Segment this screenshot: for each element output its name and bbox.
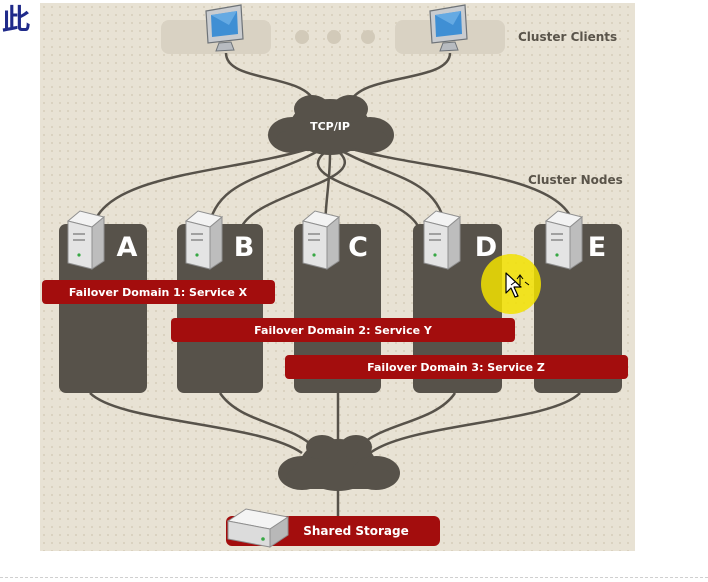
node-letter-b: B: [234, 232, 255, 263]
failover-domain-2-bar: [171, 318, 515, 342]
node-letter-a: A: [117, 232, 138, 263]
failover-domain-1-bar: [42, 280, 275, 304]
cluster-diagram: Cluster Clients: [40, 3, 635, 551]
client-monitor-icon: [205, 4, 244, 52]
client-monitor-icon: [429, 4, 468, 52]
failover-domain-1-label: Failover Domain 1: Service X: [69, 286, 248, 299]
disk-drive-icon: [226, 508, 290, 548]
failover-domain-3-bar: [285, 355, 628, 379]
server-tower-icon: [422, 210, 462, 270]
ellipsis-dot: [327, 30, 341, 44]
shared-storage-label: Shared Storage: [303, 524, 408, 538]
tcpip-label: TCP/IP: [310, 120, 350, 133]
server-tower-icon: [544, 210, 584, 270]
storage-cloud: [278, 435, 400, 491]
tcpip-cloud: [268, 95, 394, 155]
node-letter-c: C: [348, 232, 368, 263]
corner-glyph: 此: [2, 3, 31, 36]
failover-domain-3-label: Failover Domain 3: Service Z: [367, 361, 545, 374]
move-cursor-icon: [505, 272, 530, 298]
node-letter-e: E: [588, 232, 606, 263]
cluster-nodes-label: Cluster Nodes: [528, 173, 623, 187]
storage-links: [89, 392, 581, 455]
bottom-divider: [0, 577, 708, 578]
client-links: [224, 52, 452, 104]
server-tower-icon: [66, 210, 106, 270]
node-panel-e: [534, 224, 622, 393]
server-tower-icon: [301, 210, 341, 270]
network-links: [90, 147, 577, 232]
server-tower-icon: [184, 210, 224, 270]
node-letter-d: D: [475, 232, 497, 263]
ellipsis-dot: [295, 30, 309, 44]
cluster-diagram-svg: Cluster Clients: [42, 4, 628, 548]
failover-domain-2-label: Failover Domain 2: Service Y: [254, 324, 433, 337]
ellipsis-dot: [361, 30, 375, 44]
cluster-clients-label: Cluster Clients: [518, 30, 617, 44]
